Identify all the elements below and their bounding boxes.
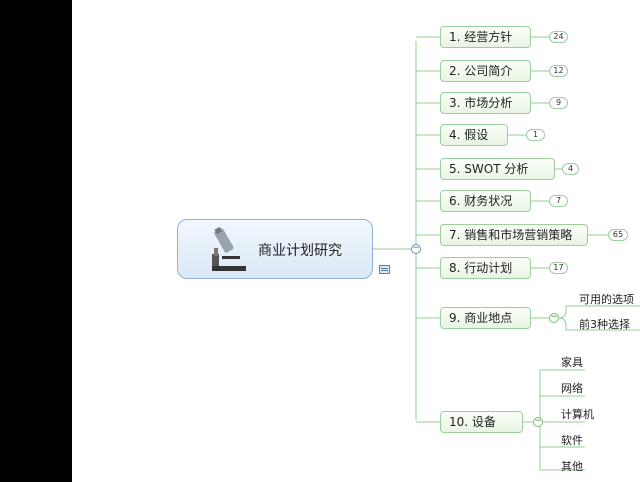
- branch-6-count-badge[interactable]: 7: [549, 195, 568, 207]
- branch-9-child-1[interactable]: 可用的选项: [579, 293, 634, 306]
- branch-10-child-4[interactable]: 软件: [561, 434, 583, 447]
- branch-3[interactable]: 3. 市场分析: [440, 92, 531, 114]
- branch-2-count-badge[interactable]: 12: [549, 65, 568, 77]
- branch-5-count-badge[interactable]: 4: [562, 163, 579, 175]
- note-icon[interactable]: [379, 265, 390, 274]
- branch-10-child-5[interactable]: 其他: [561, 460, 583, 473]
- branch-5[interactable]: 5. SWOT 分析: [440, 158, 555, 180]
- branch-7[interactable]: 7. 销售和市场营销策略: [440, 224, 588, 246]
- branch-3-count-badge[interactable]: 9: [549, 97, 568, 109]
- branch-9[interactable]: 9. 商业地点: [440, 307, 531, 329]
- central-topic-title: 商业计划研究: [258, 243, 342, 259]
- collapse-toggle-central[interactable]: −: [411, 243, 421, 254]
- branch-6[interactable]: 6. 财务状况: [440, 190, 531, 212]
- branch-2[interactable]: 2. 公司简介: [440, 60, 531, 82]
- left-black-margin: [0, 0, 72, 482]
- branch-1[interactable]: 1. 经营方针: [440, 26, 531, 48]
- branch-4-count-badge[interactable]: 1: [526, 129, 545, 141]
- branch-10-child-1[interactable]: 家具: [561, 356, 583, 369]
- branch-8-count-badge[interactable]: 17: [549, 262, 568, 274]
- branch-10[interactable]: 10. 设备: [440, 411, 523, 433]
- branch-4[interactable]: 4. 假设: [440, 124, 508, 146]
- branch-9-child-2[interactable]: 前3种选择: [579, 318, 630, 331]
- branch-10-child-2[interactable]: 网络: [561, 382, 583, 395]
- collapse-toggle-branch-10[interactable]: −: [533, 416, 543, 427]
- branch-8[interactable]: 8. 行动计划: [440, 257, 531, 279]
- central-topic[interactable]: 商业计划研究: [177, 219, 373, 279]
- microscope-icon: [212, 226, 246, 271]
- collapse-toggle-branch-9[interactable]: −: [549, 312, 559, 323]
- branch-7-count-badge[interactable]: 65: [608, 229, 628, 241]
- branch-1-count-badge[interactable]: 24: [549, 31, 568, 43]
- branch-10-child-3[interactable]: 计算机: [561, 408, 594, 421]
